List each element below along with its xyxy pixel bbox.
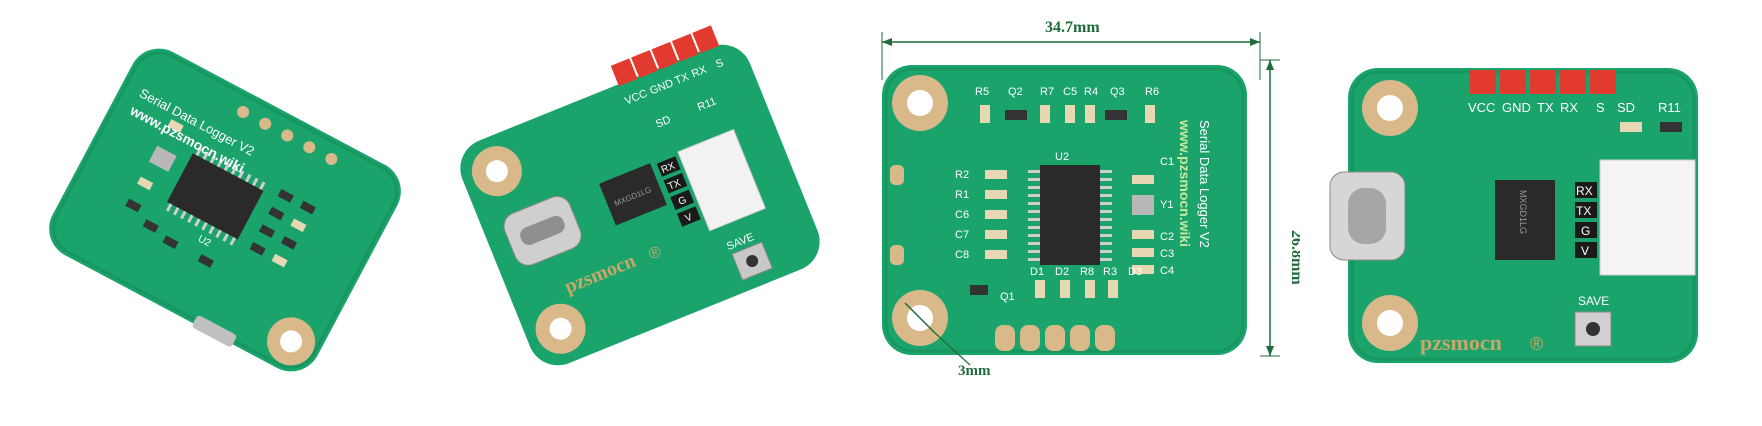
side-pin-rx: RX <box>1576 184 1593 198</box>
crystal <box>1132 195 1154 215</box>
mounting-hole <box>535 303 586 354</box>
board-dimension-drawing: 34.7mm 26.8mm 3mm U2 <box>881 19 1305 379</box>
comp-label: D2 <box>1055 266 1069 278</box>
pin-label-s: S <box>714 57 725 71</box>
usb-c-connector <box>192 315 237 347</box>
comp-label: R8 <box>1080 266 1094 278</box>
side-pin-v: V <box>1581 244 1589 258</box>
side-pin-g: G <box>1581 224 1590 238</box>
comp-label: Q3 <box>1110 86 1125 98</box>
sd-label: SD <box>1617 100 1635 115</box>
side-pin-rx: RX <box>660 160 677 176</box>
board-angled-bottom: VCC GND TX RX S MXGD1LG RX TX G V SD R11… <box>460 25 820 366</box>
header-pads <box>995 325 1115 351</box>
height-dimension: 26.8mm <box>1288 230 1300 285</box>
save-label: SAVE <box>1578 294 1609 308</box>
comp-label: Q2 <box>1008 86 1023 98</box>
ic-label: U2 <box>196 234 213 250</box>
dimension-view: 34.7mm 26.8mm 3mm U2 <box>860 0 1305 421</box>
pin-label-vcc: VCC <box>1468 100 1495 115</box>
comp-label: R4 <box>1084 86 1098 98</box>
board-angled-top: Serial Data Logger V2 www.pzsmocn.wiki U… <box>49 48 401 372</box>
r11-label: R11 <box>1658 100 1681 115</box>
board-straight-top: VCC GND TX RX S SD R11 MXGD1LG RX TX G V… <box>1329 68 1698 363</box>
brand-mark: ® <box>1530 334 1543 354</box>
mounting-hole <box>1362 295 1418 351</box>
comp-label: D3 <box>1128 266 1142 278</box>
photo-angled-top: Serial Data Logger V2 www.pzsmocn.wiki U… <box>20 0 430 421</box>
sd-label: SD <box>654 114 673 131</box>
header-pads <box>237 106 338 165</box>
side-pin-tx: TX <box>666 178 682 193</box>
side-pin-tx: TX <box>1576 204 1591 218</box>
mounting-hole <box>1362 80 1418 136</box>
comp-label: R3 <box>1103 266 1117 278</box>
comp-label: C8 <box>955 249 969 261</box>
side-pin-v: V <box>684 212 695 225</box>
crystal <box>148 145 177 172</box>
chip-marking: MXGD1LG <box>1518 190 1528 234</box>
comp-label: C3 <box>1160 248 1174 260</box>
comp-label: R2 <box>955 169 969 181</box>
mounting-hole <box>267 317 316 366</box>
photo-straight-top: VCC GND TX RX S SD R11 MXGD1LG RX TX G V… <box>1320 0 1750 421</box>
comp-label: D1 <box>1030 266 1044 278</box>
comp-label: R6 <box>1145 86 1159 98</box>
pin-header <box>610 25 720 87</box>
pin-label-rx: RX <box>1560 100 1578 115</box>
main-ic <box>1040 165 1100 265</box>
comp-label: Y1 <box>1160 199 1173 211</box>
pin-label-rx: RX <box>690 63 709 80</box>
jst-connector <box>1599 159 1696 276</box>
comp-label: C2 <box>1160 231 1174 243</box>
hole-dimension: 3mm <box>958 363 991 379</box>
pin-label-tx: TX <box>1537 100 1554 115</box>
comp-label: R1 <box>955 189 969 201</box>
comp-label: R5 <box>975 86 989 98</box>
brand-logo: pzsmocn <box>1420 330 1502 355</box>
comp-label: C6 <box>955 209 969 221</box>
comp-label: R7 <box>1040 86 1054 98</box>
board-url: www.pzsmocn.wiki <box>1177 119 1193 247</box>
photo-angled-bottom: VCC GND TX RX S MXGD1LG RX TX G V SD R11… <box>440 0 840 421</box>
pin-label-s: S <box>1596 100 1605 115</box>
comp-label: C5 <box>1063 86 1077 98</box>
pin-label-tx: TX <box>673 71 691 88</box>
ic-label: U2 <box>1055 151 1069 163</box>
mounting-hole <box>892 75 948 131</box>
pin-label-gnd: GND <box>1502 100 1531 115</box>
comp-label: C7 <box>955 229 969 241</box>
flash-chip <box>599 163 667 226</box>
flash-chip <box>1495 180 1555 260</box>
pin-header <box>1470 70 1616 94</box>
width-dimension: 34.7mm <box>1045 19 1100 36</box>
board-name: Serial Data Logger V2 <box>1197 120 1212 248</box>
mounting-hole <box>471 146 522 197</box>
jst-connector <box>677 128 767 232</box>
comp-label: C1 <box>1160 156 1174 168</box>
side-pin-g: G <box>677 195 689 208</box>
main-ic <box>167 153 264 240</box>
comp-label: C4 <box>1160 265 1174 277</box>
comp-label: Q1 <box>1000 291 1015 303</box>
